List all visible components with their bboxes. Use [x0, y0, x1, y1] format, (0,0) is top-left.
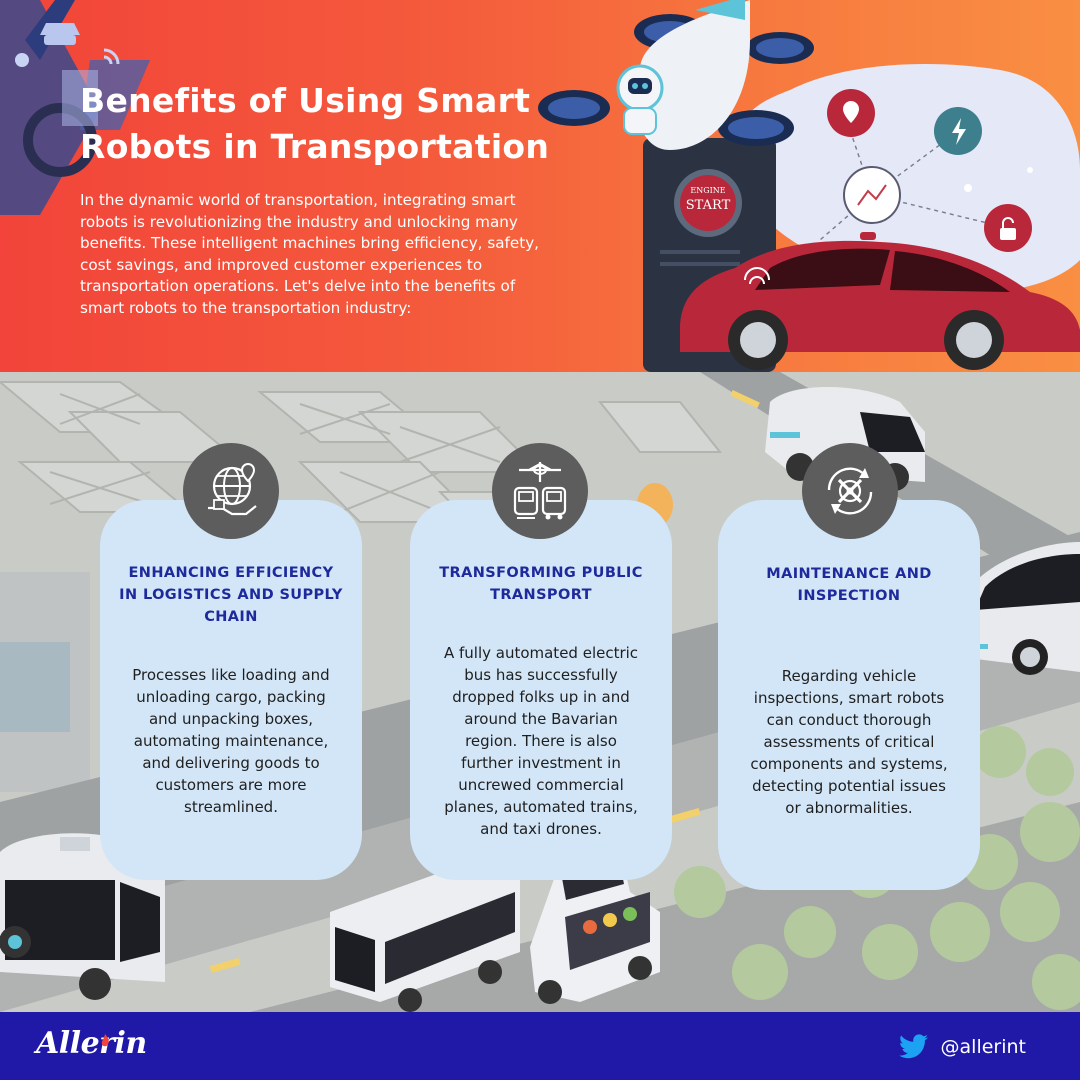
benefit-card-logistics: [100, 500, 362, 880]
card-text-logistics: Processes like loading and unloading car…: [132, 666, 330, 816]
plane-train-bus-icon: [492, 443, 588, 539]
engine-start-line2: START: [686, 198, 731, 213]
social-handle[interactable]: @allerint: [898, 1034, 1026, 1060]
twitter-handle[interactable]: @allerint: [940, 1036, 1026, 1058]
benefit-card-public-transport: [410, 500, 672, 880]
connected-car-decoration: [0, 0, 150, 215]
intro-paragraph: In the dynamic world of transportation, …: [80, 191, 540, 317]
page-title: Benefits of Using Smart Robots in Transp…: [80, 81, 550, 166]
robot-drone: [538, 0, 814, 150]
card-text-public-transport: A fully automated electric bus has succe…: [443, 644, 639, 838]
card-text-maintenance: Regarding vehicle inspections, smart rob…: [750, 667, 948, 817]
autonomous-car-illustration: ENGINE START: [538, 0, 1080, 372]
twitter-icon: [898, 1034, 928, 1059]
card-title-public-transport: TRANSFORMING PUBLIC TRANSPORT: [439, 565, 643, 603]
engine-start-line1: ENGINE: [690, 186, 725, 195]
wrench-gear-cycle-icon: [802, 443, 898, 539]
benefit-card-maintenance: [718, 500, 980, 890]
card-title-logistics: ENHANCING EFFICIENCY IN LOGISTICS AND SU…: [119, 565, 343, 625]
globe-hand-package-icon: [183, 443, 279, 539]
card-title-maintenance: MAINTENANCE AND INSPECTION: [766, 566, 932, 604]
flame-icon: [101, 1034, 109, 1047]
footer-bar: Allerin @allerint: [0, 1012, 1080, 1080]
header-banner: Benefits of Using Smart Robots in Transp…: [0, 0, 1080, 372]
brand-logo: Allerin: [36, 1026, 147, 1061]
